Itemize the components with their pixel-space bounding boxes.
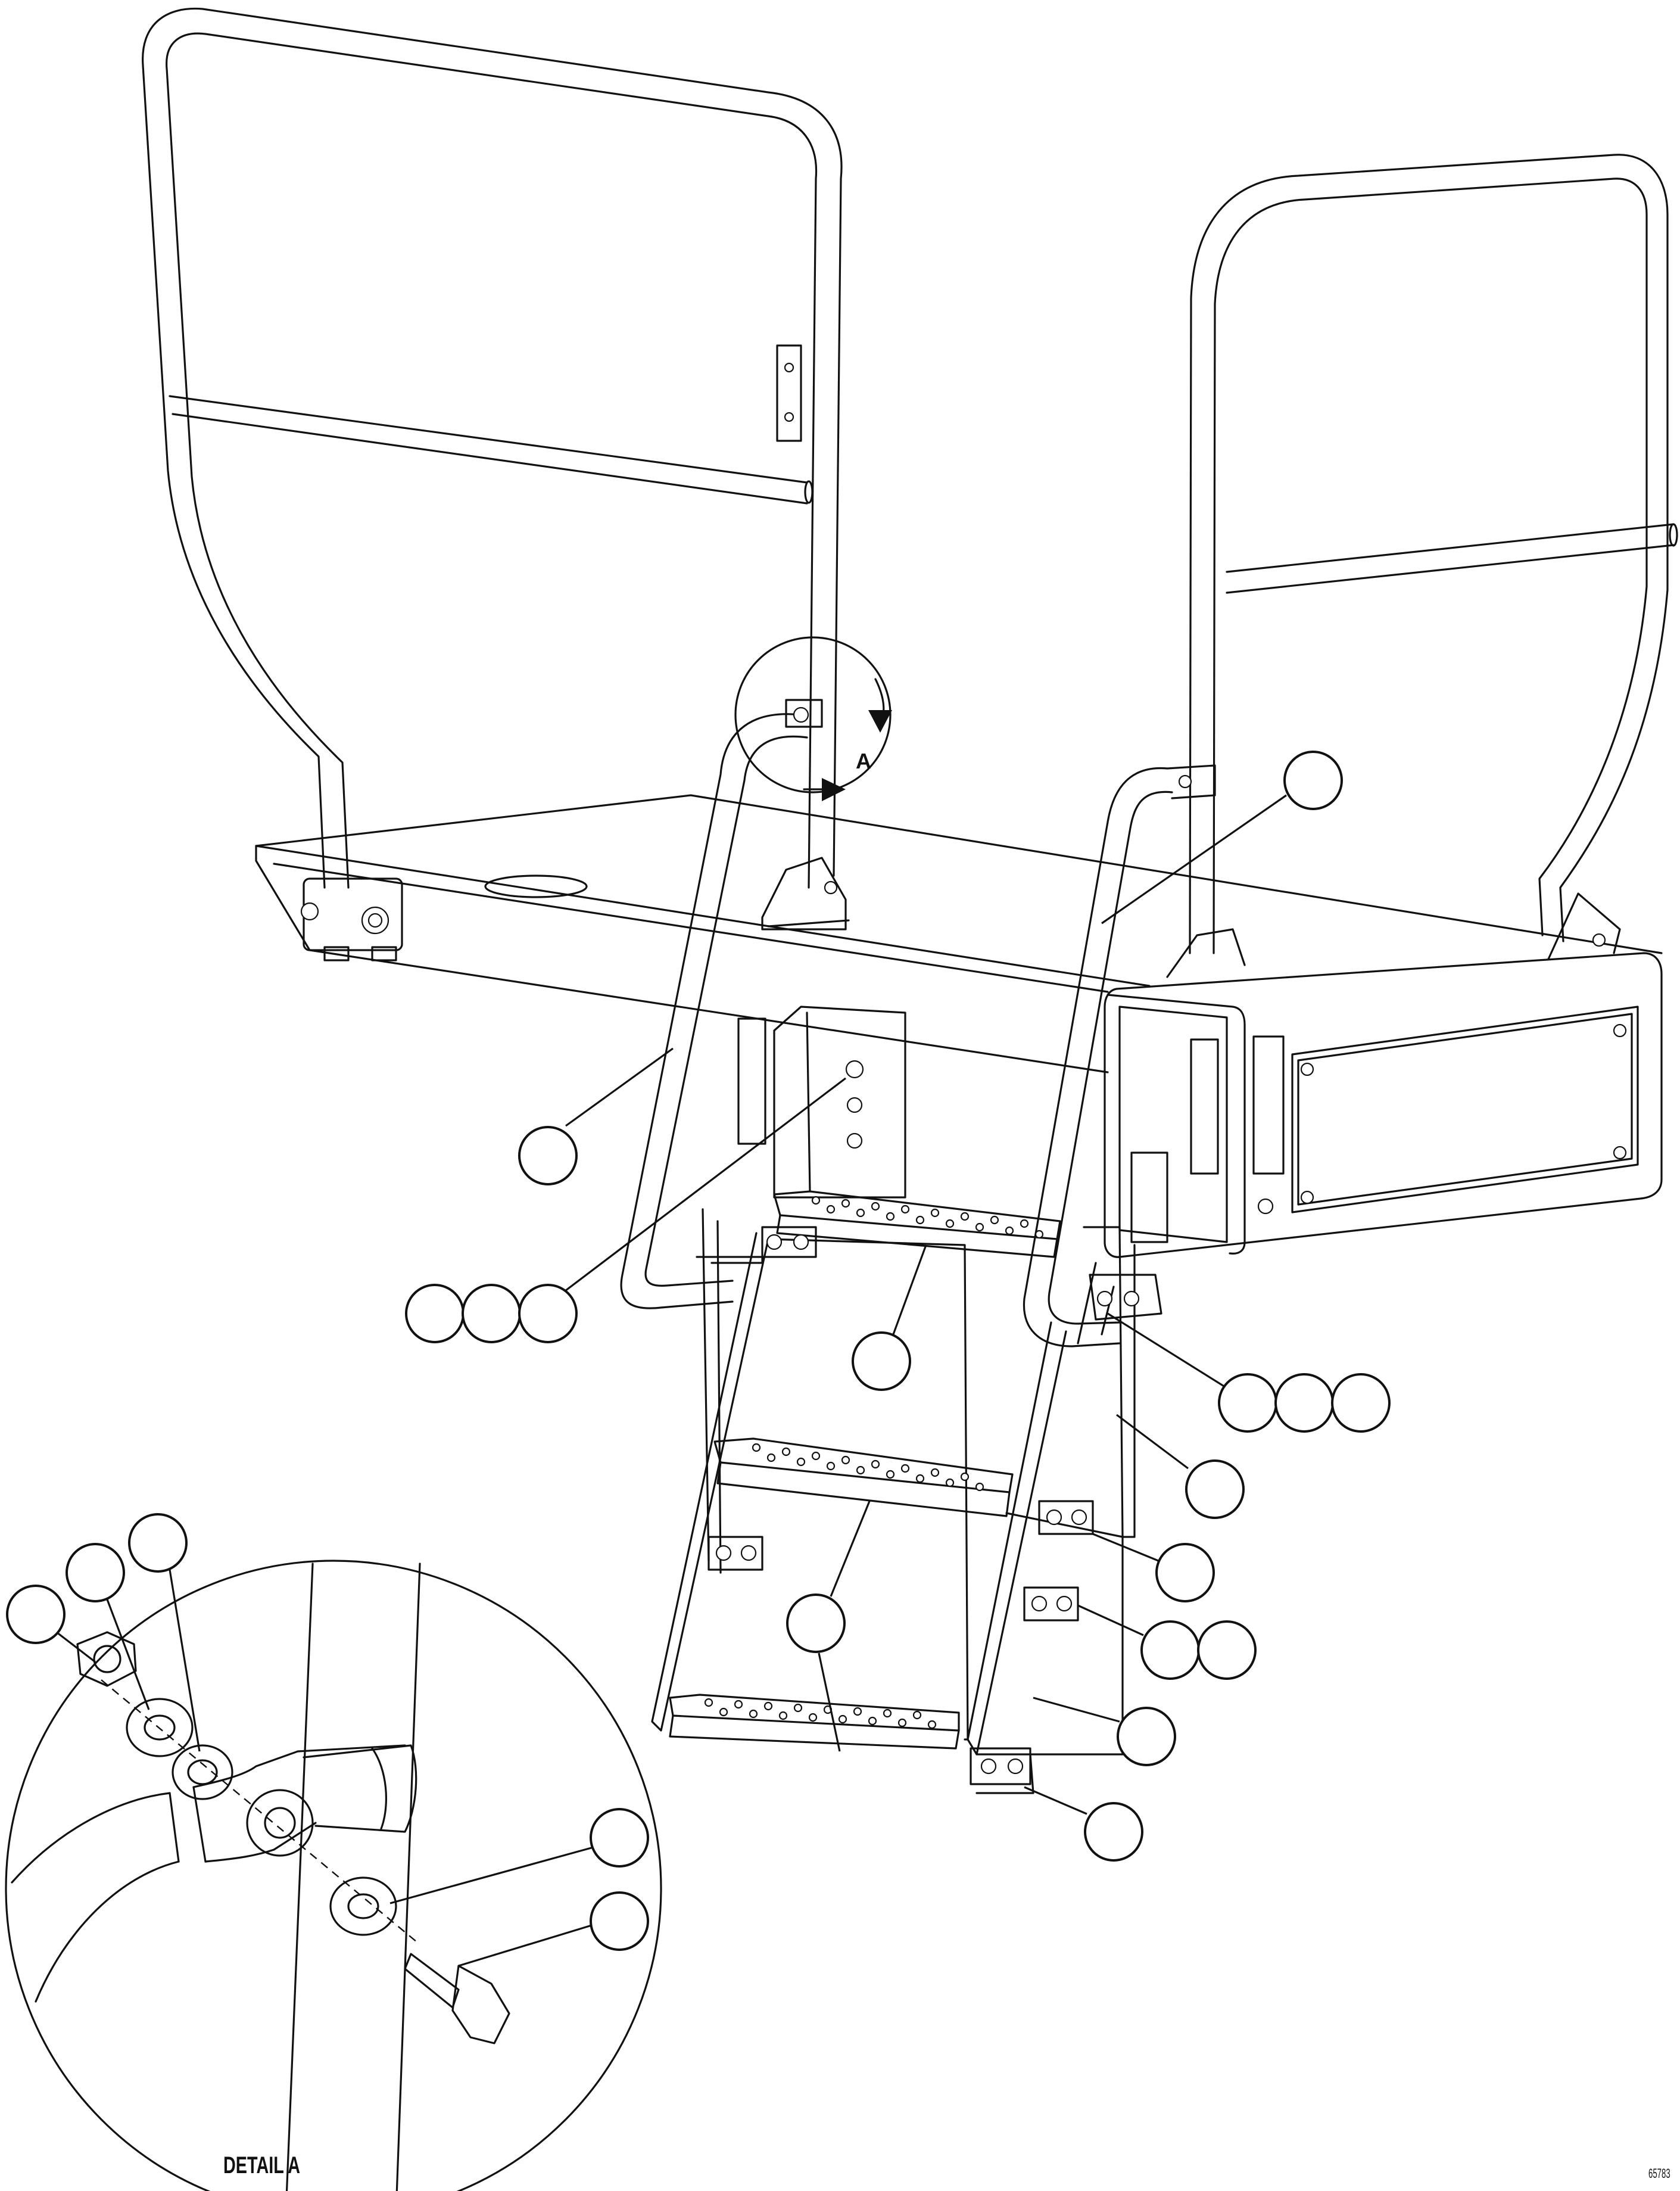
callout-bubble: [786, 1594, 846, 1653]
callout-bubble: [405, 1284, 465, 1343]
callout-bubble: [1331, 1373, 1391, 1433]
left-handrail: [142, 7, 843, 889]
callout-bubble: [590, 1891, 649, 1951]
detail-caption: DETAIL A: [223, 2152, 300, 2178]
platform-deck: [255, 794, 1663, 1073]
callout-bubble: [128, 1513, 188, 1573]
callout-bubble: [1084, 1802, 1143, 1862]
stair-mount-plates: [707, 1226, 1162, 1785]
stair-stringers: [651, 1006, 1136, 1794]
callout-bubble: [590, 1808, 649, 1868]
detail-lock-washer: [172, 1744, 233, 1800]
view-label: A: [856, 749, 871, 773]
storage-box: [1104, 952, 1663, 1258]
tread-perforations: [704, 1196, 1044, 1729]
callout-bubble: [1155, 1543, 1215, 1602]
callout-bubble: [66, 1543, 125, 1602]
callout-bubble: [462, 1284, 521, 1343]
callout-bubble: [1274, 1373, 1334, 1433]
detail-nut: [76, 1631, 137, 1687]
detail-washer-outer: [126, 1698, 194, 1757]
detail-washer-inner: [329, 1876, 397, 1936]
right-handrail: [1189, 154, 1678, 954]
figure-code: 65783: [1648, 2167, 1670, 2181]
callout-bubble: [1283, 751, 1343, 810]
callout-bubble: [1117, 1707, 1176, 1766]
callout-bubble: [1197, 1620, 1257, 1680]
callout-bubble: [518, 1284, 578, 1343]
callouts: [6, 751, 1391, 1967]
callout-bubble: [1185, 1459, 1245, 1519]
detail-a-view: [5, 1560, 662, 2191]
callout-bubble: [1218, 1373, 1277, 1433]
callout-bubble: [6, 1585, 66, 1644]
callout-bubble: [852, 1331, 911, 1391]
view-indicator-a: A: [734, 636, 892, 801]
ladder-grab-rails: [620, 713, 1216, 1347]
callout-bubble: [518, 1126, 578, 1185]
detail-bolt: [404, 1953, 510, 2044]
callout-bubble: [1140, 1620, 1200, 1680]
stair-treads: [669, 1190, 1061, 1750]
